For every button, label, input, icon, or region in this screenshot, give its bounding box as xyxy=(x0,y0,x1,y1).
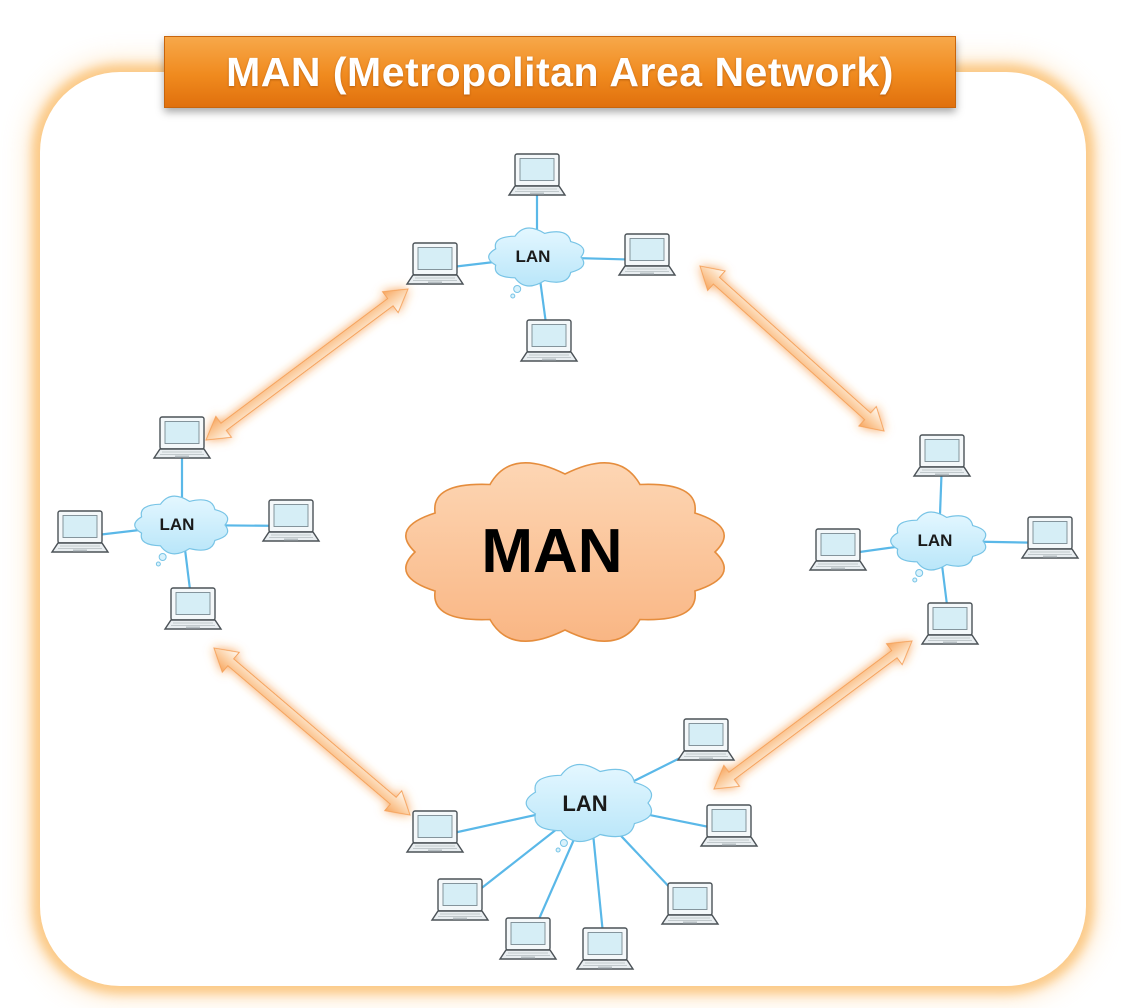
lan-top-cloud-icon: LAN xyxy=(488,227,585,299)
lan-right-cloud-icon: LAN xyxy=(890,511,987,583)
laptop-icon xyxy=(153,416,211,459)
lan-left-label: LAN xyxy=(160,515,195,534)
laptop-icon xyxy=(700,804,758,847)
lan-left-cloud-icon: LAN xyxy=(134,495,229,567)
laptop-icon xyxy=(921,602,979,645)
man-cloud-icon: MAN xyxy=(405,462,725,642)
center-label: MAN xyxy=(481,517,622,586)
cloud-layer: LAN LAN LAN LAN MAN xyxy=(134,227,987,853)
laptop-icon xyxy=(431,878,489,921)
double-arrow-icon xyxy=(205,288,409,441)
laptop-icon xyxy=(262,499,320,542)
laptop-icon xyxy=(164,587,222,630)
lan-interconnect-arrows xyxy=(205,265,913,816)
double-arrow-icon xyxy=(699,265,885,432)
double-arrow-icon xyxy=(213,647,411,816)
lan-right-label: LAN xyxy=(918,531,953,550)
laptop-icon xyxy=(499,917,557,960)
laptop-icon xyxy=(520,319,578,362)
laptop-icon xyxy=(809,528,867,571)
lan-top-label: LAN xyxy=(516,247,551,266)
laptop-icon xyxy=(677,718,735,761)
page-title: MAN (Metropolitan Area Network) xyxy=(226,48,894,95)
laptop-icon xyxy=(406,242,464,285)
laptop-icon xyxy=(618,233,676,276)
double-arrow-icon xyxy=(713,640,913,790)
title-banner: MAN (Metropolitan Area Network) xyxy=(164,36,956,108)
lan-bottom-label: LAN xyxy=(562,791,607,816)
laptop-icon xyxy=(508,153,566,196)
laptop-icon xyxy=(576,927,634,970)
lan-bottom-cloud-icon: LAN xyxy=(525,763,653,853)
laptop-icon xyxy=(661,882,719,925)
laptop-icon xyxy=(913,434,971,477)
laptop-icon xyxy=(406,810,464,853)
laptop-icon xyxy=(1021,516,1079,559)
laptop-icon xyxy=(51,510,109,553)
